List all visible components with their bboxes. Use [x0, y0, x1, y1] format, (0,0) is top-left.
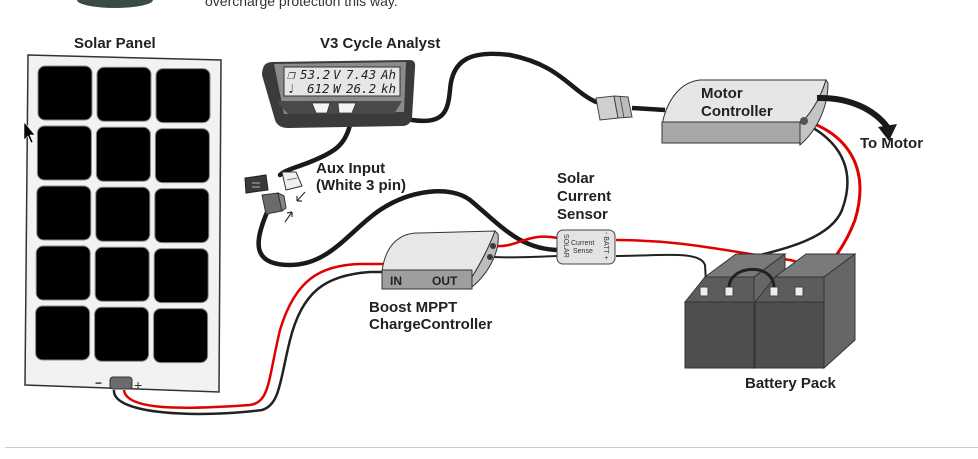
- solar-cell: [35, 245, 91, 301]
- lcd-power-unit: W: [333, 81, 342, 96]
- solar-current-sensor: SOLAR Current Sense - BATT +: [556, 229, 616, 265]
- solar-cell: [153, 248, 209, 304]
- solar-cell: [95, 126, 151, 182]
- controller-out-positive-wire: [492, 235, 559, 248]
- lcd-speed: 26.2: [346, 81, 376, 96]
- battery-2-terminal-positive: [794, 286, 804, 297]
- to-motor-arrowhead-icon: [878, 124, 897, 141]
- to-motor-arrow-icon: [816, 94, 891, 130]
- controller-out-negative-wire: [492, 255, 559, 259]
- junction-box: [109, 376, 133, 390]
- battery-pack-label: Battery Pack: [745, 375, 837, 392]
- solar-cell: [155, 68, 211, 124]
- battery-2-terminal-negative: [769, 286, 779, 297]
- controller-in-label: IN: [390, 274, 402, 288]
- solar-cell: [36, 185, 92, 241]
- ca-right-button[interactable]: [337, 102, 357, 114]
- intro-device-image: [77, 0, 153, 8]
- battery-pack: [683, 253, 857, 370]
- motor-controller-label-line2: Controller: [701, 103, 773, 120]
- lcd-voltage: 53.2: [300, 67, 330, 82]
- lcd-power: 612: [307, 81, 330, 96]
- battery-series-jumper: [727, 267, 776, 288]
- sensor-current-label: Current: [571, 240, 594, 247]
- solar-current-sensor-label-line1: Solar: [557, 170, 595, 187]
- solar-cell: [154, 188, 210, 244]
- boost-mppt-charge-controller: IN OUT: [381, 230, 499, 290]
- aux-connector-black: [244, 174, 269, 194]
- solar-panel-label: Solar Panel: [74, 35, 156, 52]
- sensor-batt-negative-wire: [615, 253, 707, 283]
- boost-mppt-label-line1: Boost MPPT: [369, 299, 457, 316]
- sensor-solar-label: SOLAR: [562, 234, 569, 258]
- intro-text: overcharge protection this way.: [205, 0, 398, 9]
- solar-cell: [94, 306, 150, 362]
- solar-cell: [154, 128, 210, 184]
- panel-positive-wire: [122, 262, 385, 410]
- panel-plus-sign: +: [134, 377, 142, 393]
- ca-left-button[interactable]: [311, 102, 331, 114]
- battery-1-terminal-negative: [699, 286, 709, 297]
- solar-cell: [153, 308, 209, 364]
- ca-to-controller-cable: [409, 51, 599, 124]
- connector-to-controller-cable: [631, 105, 666, 113]
- lcd-voltage-unit: V: [333, 67, 342, 82]
- lcd-amp-hours-unit: Ah: [380, 67, 396, 82]
- lcd-row2-icon: ♩: [287, 81, 295, 96]
- aux-input-label-line2: (White 3 pin): [316, 177, 406, 194]
- panel-minus-sign: −: [95, 376, 102, 390]
- cycle-analyst-label: V3 Cycle Analyst: [320, 35, 440, 52]
- boost-mppt-label-line2: ChargeController: [369, 316, 493, 333]
- plug-direction-arrow-icon: [284, 211, 293, 223]
- solar-current-sensor-label-line2: Current: [557, 188, 611, 205]
- solar-cell: [94, 246, 150, 302]
- lcd-speed-unit: kh: [381, 81, 396, 96]
- aux-connector-gray: [261, 192, 287, 215]
- sensor-batt-label: - BATT +: [602, 232, 609, 260]
- aux-input-label-line1: Aux Input: [316, 160, 385, 177]
- cycle-analyst-device: ❐ 53.2 V 7.43 Ah ♩ 612 W 26.2 kh: [262, 60, 416, 128]
- solar-cell: [35, 305, 91, 361]
- motor-controller: Motor Controller: [661, 78, 829, 147]
- solar-cell: [95, 186, 151, 242]
- plug-direction-arrow-icon: [296, 191, 306, 202]
- aux-connector-white: [281, 171, 303, 191]
- panel-negative-wire: [112, 270, 385, 416]
- solar-current-sensor-label-line3: Sensor: [557, 206, 608, 223]
- aux-sensor-cable: [256, 189, 563, 268]
- mouse-cursor-icon: [23, 121, 36, 144]
- solar-cell: [36, 125, 92, 181]
- ca-aux-cable: [277, 122, 353, 178]
- solar-cell: [37, 65, 93, 121]
- battery-2: [753, 253, 857, 370]
- controller-out-label: OUT: [432, 274, 458, 288]
- to-motor-label: To Motor: [860, 135, 923, 152]
- ca-cable-connector: [595, 95, 633, 121]
- solar-panel: − +: [24, 54, 222, 393]
- lcd-row1-icon: ❐: [287, 67, 296, 82]
- lcd-screen: [283, 66, 401, 97]
- battery-1-terminal-positive: [724, 286, 734, 297]
- motor-controller-label-line1: Motor: [701, 85, 743, 102]
- lcd-amp-hours: 7.43: [346, 67, 376, 82]
- solar-cell: [96, 66, 152, 122]
- sensor-sense-label: Sense: [573, 248, 593, 255]
- section-divider: [5, 447, 978, 448]
